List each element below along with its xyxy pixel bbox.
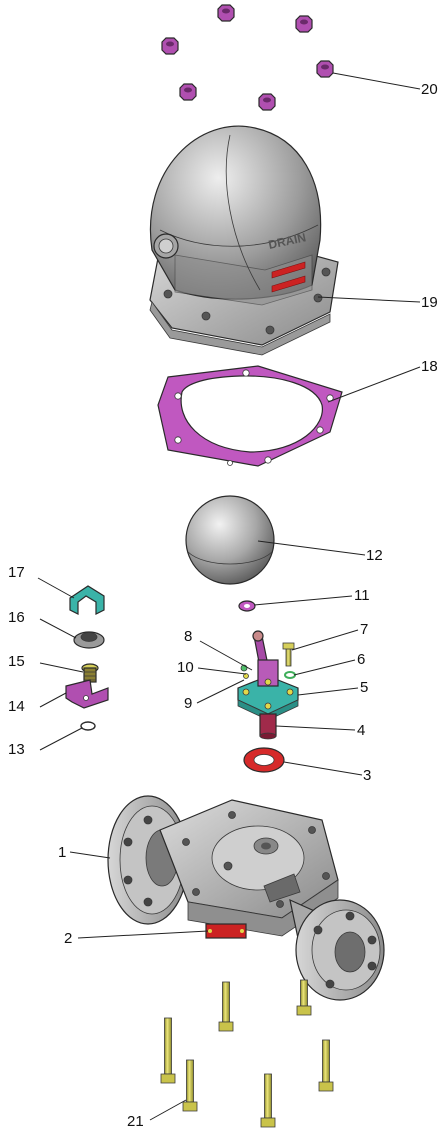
- float-ball: [185, 495, 275, 585]
- bolt: [182, 1059, 198, 1112]
- bolt: [296, 979, 312, 1016]
- nut: [179, 83, 197, 101]
- nut: [161, 37, 179, 55]
- callout-15: 15: [8, 653, 25, 670]
- washer: [238, 600, 256, 612]
- callout-4: 4: [357, 722, 365, 739]
- callout-16: 16: [8, 609, 25, 626]
- valve-mechanism: [237, 630, 299, 740]
- bolt: [260, 1073, 276, 1128]
- callout-2: 2: [64, 930, 72, 947]
- plug-fitting: [81, 663, 99, 683]
- callout-18: 18: [421, 358, 438, 375]
- bolt: [218, 981, 234, 1032]
- callout-9: 9: [184, 695, 192, 712]
- callout-20: 20: [421, 81, 438, 98]
- bolt-group: [160, 979, 334, 1128]
- callout-7: 7: [360, 621, 368, 638]
- callout-5: 5: [360, 679, 368, 696]
- callout-1: 1: [58, 844, 66, 861]
- callout-11: 11: [354, 587, 370, 604]
- flange-gasket: [157, 365, 343, 467]
- nut-group: [161, 4, 334, 111]
- callout-17: 17: [8, 564, 25, 581]
- seal-ring: [243, 747, 285, 773]
- nut: [217, 4, 235, 22]
- cap-seal: [73, 631, 105, 649]
- nut: [295, 15, 313, 33]
- nut: [316, 60, 334, 78]
- callout-13: 13: [8, 741, 25, 758]
- bolt: [160, 1017, 176, 1084]
- callout-14: 14: [8, 698, 25, 715]
- bracket: [65, 679, 109, 709]
- callout-10: 10: [177, 659, 194, 676]
- cover-housing: DRAIN: [149, 125, 339, 356]
- callout-19: 19: [421, 294, 438, 311]
- callout-8: 8: [184, 628, 192, 645]
- small-o-ring: [80, 721, 96, 731]
- callout-labels: 20 19 18 12 11 7 6 5 4 3 8 10 9 17 16 15…: [8, 81, 438, 1130]
- valve-body: [107, 795, 385, 1001]
- leader-lines: [37, 72, 421, 1121]
- callout-6: 6: [357, 651, 365, 668]
- callout-3: 3: [363, 767, 371, 784]
- bolt: [318, 1039, 334, 1092]
- callout-21: 21: [127, 1113, 144, 1130]
- spring-clip: [69, 585, 105, 615]
- callout-12: 12: [366, 547, 383, 564]
- nut: [258, 93, 276, 111]
